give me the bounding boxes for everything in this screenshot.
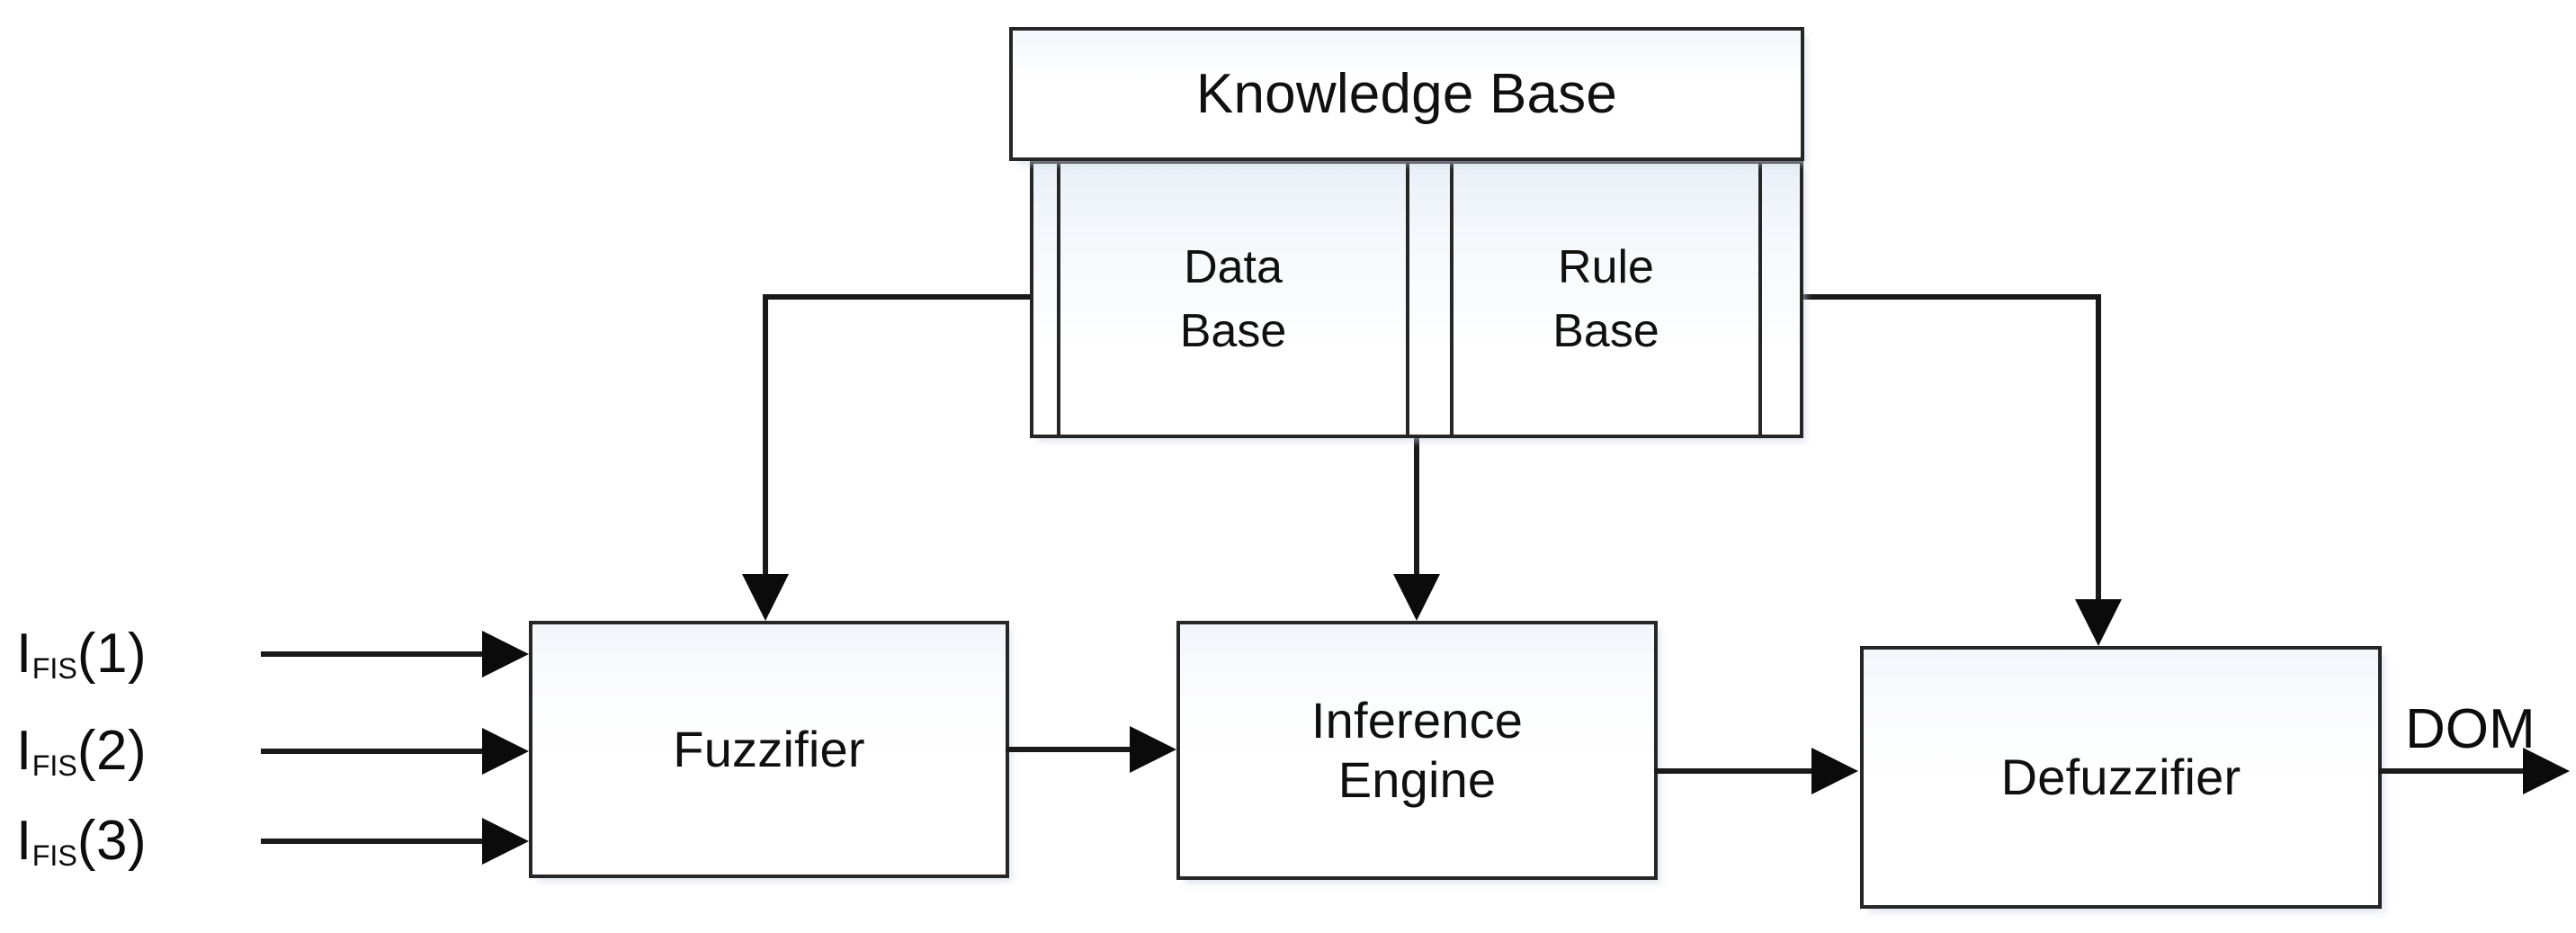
kb-divider-2 <box>1406 160 1409 438</box>
input-arrow-3-head <box>482 818 529 865</box>
kb-to-defuzzifier-arrowhead <box>2075 599 2122 646</box>
knowledge-base-header[interactable]: Knowledge Base <box>1009 27 1804 161</box>
kb-divider-1 <box>1057 160 1060 438</box>
input-label-ifis-3: IFIS(3) <box>16 810 148 873</box>
input-arrow-1-head <box>482 631 529 677</box>
inference-engine-block[interactable]: Inference Engine <box>1176 621 1658 880</box>
input-sub-2: FIS <box>31 749 77 783</box>
input-sub-3: FIS <box>31 839 77 873</box>
output-label-dom: DOM <box>2405 698 2536 760</box>
defuzzifier-block[interactable]: Defuzzifier <box>1860 646 2382 909</box>
kb-divider-3 <box>1450 160 1453 438</box>
input-base-1: I <box>16 623 32 685</box>
kb-to-fuzzifier-horizontal <box>763 294 1033 300</box>
input-label-ifis-2: IFIS(2) <box>16 720 148 783</box>
kb-to-defuzzifier-vertical <box>2096 294 2101 600</box>
kb-to-inference-vertical <box>1414 436 1419 576</box>
inference-to-defuzzifier-line <box>1655 768 1813 774</box>
kb-to-inference-arrowhead <box>1393 574 1440 621</box>
fuzzifier-block[interactable]: Fuzzifier <box>529 621 1009 878</box>
input-label-ifis-1: IFIS(1) <box>16 623 148 686</box>
inference-engine-label: Inference Engine <box>1310 691 1524 808</box>
kb-to-fuzzifier-arrowhead <box>742 574 789 621</box>
inference-to-defuzzifier-head <box>1811 748 1858 794</box>
input-index-1: (1) <box>76 623 148 685</box>
kb-cell-data-base[interactable]: Data Base <box>1179 241 1287 357</box>
fuzzifier-to-inference-head <box>1130 726 1176 773</box>
input-sub-1: FIS <box>31 652 77 686</box>
defuzzifier-to-output-line <box>2379 768 2527 774</box>
defuzzifier-to-output-head <box>2523 748 2570 794</box>
input-arrow-2-head <box>482 728 529 775</box>
kb-divider-4 <box>1758 160 1762 438</box>
input-arrow-1-line <box>261 651 484 657</box>
kb-cell-rule-base[interactable]: Rule Base <box>1552 241 1659 357</box>
input-index-2: (2) <box>76 720 148 782</box>
fuzzifier-to-inference-line <box>1006 747 1131 752</box>
kb-to-defuzzifier-horizontal <box>1801 294 2101 300</box>
input-index-3: (3) <box>76 810 148 872</box>
kb-to-fuzzifier-vertical <box>763 294 768 575</box>
knowledge-base-body[interactable]: Data Base Rule Base <box>1030 159 1803 438</box>
input-base-2: I <box>16 720 32 782</box>
defuzzifier-label: Defuzzifier <box>2000 748 2241 805</box>
input-arrow-2-line <box>261 749 484 754</box>
input-arrow-3-line <box>261 839 484 844</box>
input-base-3: I <box>16 810 32 872</box>
fuzzifier-label: Fuzzifier <box>673 720 865 777</box>
knowledge-base-header-label: Knowledge Base <box>1195 62 1618 125</box>
